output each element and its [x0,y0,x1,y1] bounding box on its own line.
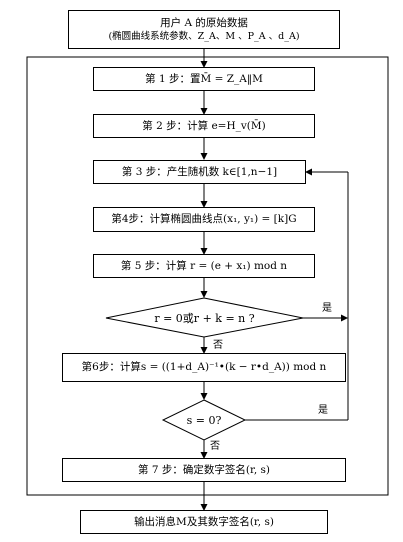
step-1-box: 第 1 步：置M̄ = Z_A‖M [93,67,315,91]
step-4-label: 第4步：计算椭圆曲线点(x₁, y₁) = [k]G [111,213,297,225]
step-3-box: 第 3 步：产生随机数 k∈[1,n−1] [93,160,306,184]
decision-diamond-1 [105,297,304,338]
step-3-label: 第 3 步：产生随机数 k∈[1,n−1] [121,165,278,178]
input-params: (椭圆曲线系统参数、Z_A、M 、P_A 、d_A) [108,30,300,42]
step-5-box: 第 5 步：计算 r = (e + x₁) mod n [93,254,315,278]
output-box: 输出消息M及其数字签名(r, s) [80,510,328,534]
input-data-box: 用户 A 的原始数据 (椭圆曲线系统参数、Z_A、M 、P_A 、d_A) [68,10,340,49]
decision-2-condition: s = 0? [186,413,222,427]
decision-1-condition: r = 0或r + k = n ? [154,311,255,325]
decision-diamond-2 [161,399,247,441]
decision-1-no-label: 否 [213,340,223,351]
step-6-label: 第6步：计算s = ((1+d_A)⁻¹•(k − r•d_A)) mod n [81,361,327,373]
decision-1-yes-label: 是 [322,303,332,314]
input-title: 用户 A 的原始数据 [160,16,248,29]
step-4-box: 第4步：计算椭圆曲线点(x₁, y₁) = [k]G [93,207,315,232]
step-7-box: 第 7 步：确定数字签名(r, s) [62,458,346,482]
decision-2-yes-label: 是 [318,405,328,416]
algorithm-frame [26,56,389,496]
step-7-label: 第 7 步：确定数字签名(r, s) [138,463,270,476]
step-6-box: 第6步：计算s = ((1+d_A)⁻¹•(k − r•d_A)) mod n [62,353,346,382]
decision-2-no-label: 否 [210,441,220,452]
step-2-label: 第 2 步：计算 e=H_v(M̄) [142,119,266,132]
step-1-label: 第 1 步：置M̄ = Z_A‖M [145,72,263,85]
step-5-label: 第 5 步：计算 r = (e + x₁) mod n [120,259,288,272]
step-2-box: 第 2 步：计算 e=H_v(M̄) [93,114,315,138]
output-label: 输出消息M及其数字签名(r, s) [134,515,274,528]
